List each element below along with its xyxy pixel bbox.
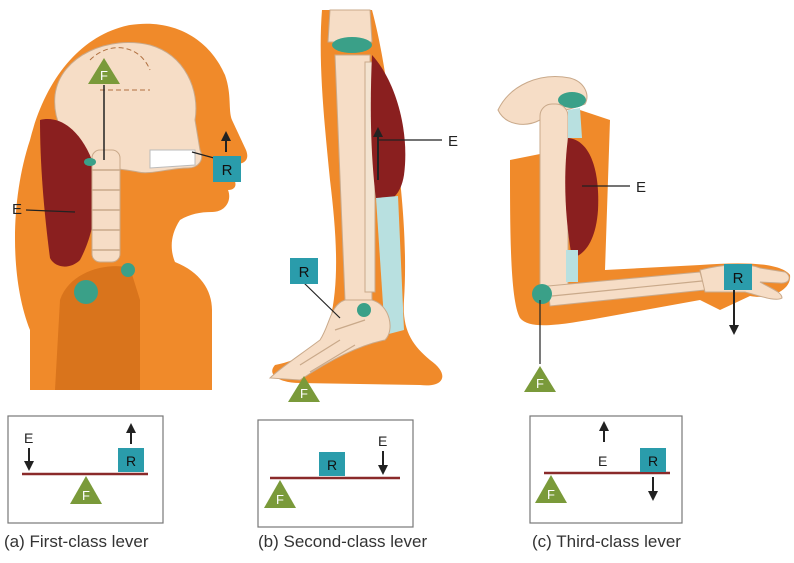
lever-diagram-c: F E R	[530, 416, 682, 523]
fulcrum-label-diagram-a: F	[82, 488, 90, 503]
caption-a: (a) First-class lever	[4, 532, 149, 552]
fulcrum-label-c: F	[536, 376, 544, 391]
humerus	[540, 104, 568, 300]
caption-b: (b) Second-class lever	[258, 532, 427, 552]
knee-joint	[332, 37, 372, 53]
calf-muscle	[371, 55, 406, 202]
resistance-label-c: R	[733, 270, 744, 287]
head-illustration	[15, 24, 247, 390]
lever-diagram-b: F R E	[258, 420, 413, 527]
leg-illustration	[270, 10, 442, 385]
effort-label-c: E	[636, 179, 646, 196]
elbow-joint	[532, 284, 552, 304]
effort-label-b: E	[448, 133, 458, 150]
effort-label-diagram-c: E	[598, 453, 607, 469]
effort-label-diagram-b: E	[378, 433, 387, 449]
resistance-label-a: R	[222, 162, 233, 179]
cervical-spine	[92, 150, 120, 262]
caption-c: (c) Third-class lever	[532, 532, 681, 552]
resistance-label-diagram-b: R	[327, 457, 337, 473]
clavicle-end	[121, 263, 135, 277]
effort-label-diagram-a: E	[24, 430, 33, 446]
arm-illustration	[498, 77, 790, 364]
neck-joint	[84, 158, 96, 166]
fulcrum-label-b: F	[300, 386, 308, 401]
fulcrum-label-a: F	[100, 68, 108, 83]
shoulder-joint	[74, 280, 98, 304]
fulcrum-label-diagram-c: F	[547, 487, 555, 502]
ankle-joint	[357, 303, 371, 317]
resistance-label-diagram-c: R	[648, 453, 658, 469]
resistance-label-b: R	[299, 264, 310, 281]
lever-diagram-a: F E R	[8, 416, 163, 523]
effort-label-a: E	[12, 201, 22, 218]
fulcrum-label-diagram-b: F	[276, 492, 284, 507]
resistance-label-diagram-a: R	[126, 453, 136, 469]
jaw-teeth	[150, 150, 195, 168]
